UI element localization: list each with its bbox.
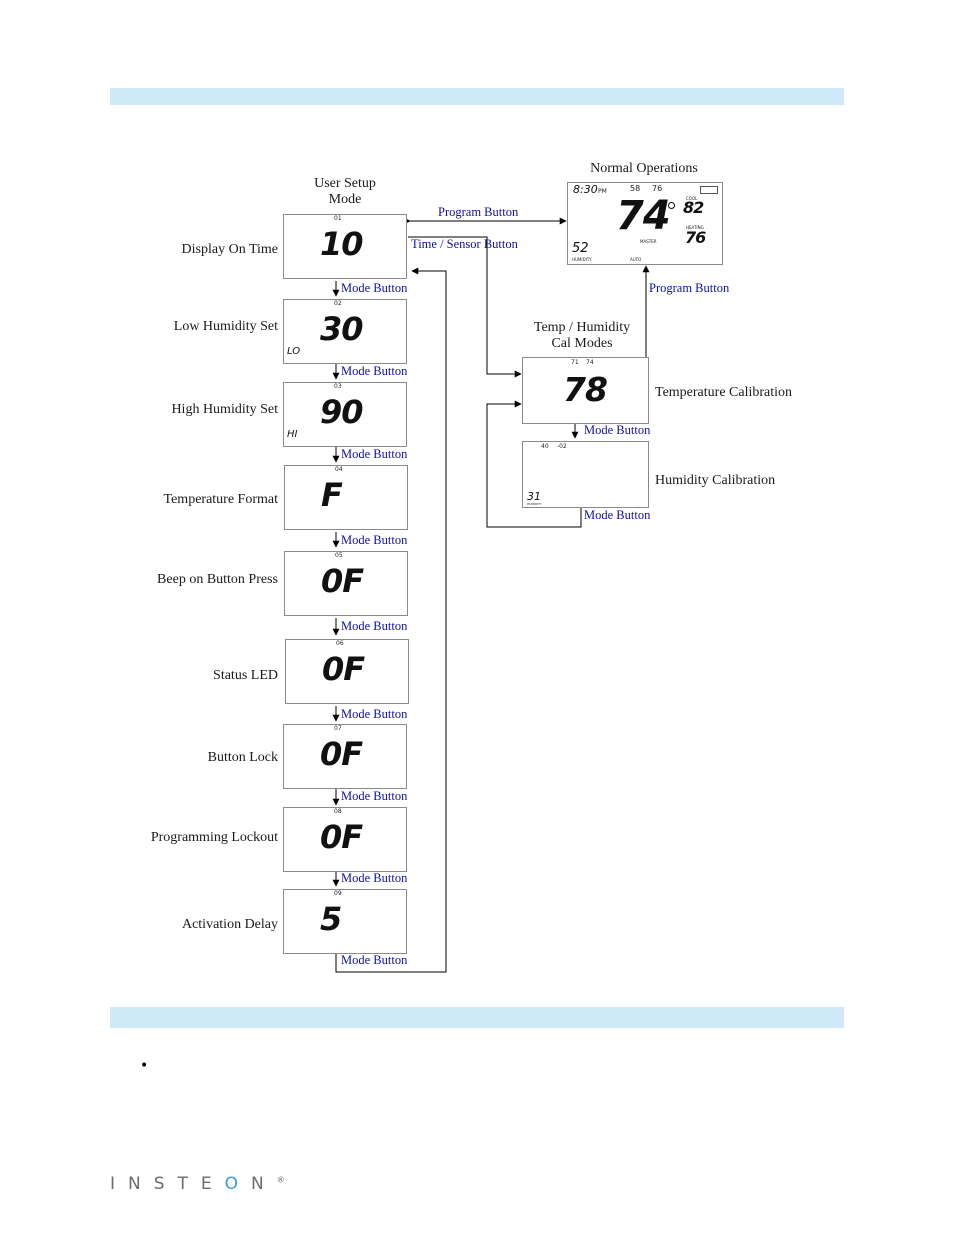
heat-value: 76 (685, 228, 706, 247)
master-label: MASTER (640, 239, 657, 244)
time-sensor-link (408, 236, 522, 378)
mode-button-label-3: Mode Button (341, 447, 408, 461)
step-value: 0F (320, 735, 363, 773)
cal-loop-back (486, 400, 582, 528)
auto-label: AUTO (630, 257, 642, 262)
step-number: 02 (334, 300, 342, 307)
cool-label: COOL (686, 196, 698, 201)
step-number: 06 (336, 640, 344, 647)
hum-cal-display: 40 -02 31 HUMIDITY (522, 441, 649, 508)
setup-step-label-6: Status LED (213, 668, 278, 683)
step-number: 07 (334, 725, 342, 732)
logo-text-b: N (251, 1174, 277, 1194)
header-band (110, 88, 844, 105)
step-value: 5 (320, 900, 342, 938)
setup-step-label-1: Display On Time (181, 242, 278, 257)
hum-cal-next: Mode Button (584, 508, 651, 522)
step-sub-label: LO (287, 346, 301, 357)
step-number: 04 (335, 466, 343, 473)
normal-operations-title: Normal Operations (590, 161, 698, 176)
loop-back-line (335, 267, 447, 973)
step-value: 30 (320, 310, 364, 348)
mode-button-label-7: Mode Button (341, 789, 408, 803)
mode-button-label-4: Mode Button (341, 533, 408, 547)
step-sub-label: HI (287, 429, 298, 440)
step-number: 03 (334, 383, 342, 390)
setup-step-label-5: Beep on Button Press (157, 572, 278, 587)
step-value: 0F (322, 650, 365, 688)
step-number: 08 (334, 808, 342, 815)
mode-button-label-9: Mode Button (341, 953, 408, 967)
humidity-value: 52 (572, 241, 589, 256)
bullet-point: • (140, 1058, 149, 1074)
heat-label: HEATING (686, 225, 704, 230)
cal-title-line2: Cal Modes (551, 336, 613, 351)
hum-cal-value: 31 (527, 490, 541, 503)
setup-step-label-3: High Humidity Set (171, 402, 278, 417)
small-a: 58 (630, 184, 641, 193)
temp-cal-small-a: 71 (571, 359, 579, 366)
setup-step-label-7: Button Lock (207, 750, 278, 765)
humidity-label: HUMIDITY (572, 257, 592, 262)
step-number: 09 (334, 890, 342, 897)
temp-cal-value: 78 (563, 370, 608, 409)
mode-button-label-6: Mode Button (341, 707, 408, 721)
program-button-label-1: Program Button (438, 205, 519, 219)
clock-time: 8:30 (573, 183, 598, 196)
hum-cal-humidity-label: HUMIDITY (527, 502, 542, 506)
section-band (110, 1007, 844, 1028)
step-value: 10 (320, 225, 364, 263)
step-number: 01 (334, 215, 342, 222)
user-setup-title: User Setup Mode (300, 176, 390, 208)
ampm: PM (598, 188, 607, 195)
setup-step-label-8: Programming Lockout (150, 830, 278, 845)
mode-button-label-5: Mode Button (341, 619, 408, 633)
hum-cal-label: Humidity Calibration (655, 473, 776, 488)
temp-cal-small-b: 74 (586, 359, 594, 366)
insteon-logo: INSTEON® (110, 1174, 285, 1194)
user-setup-title-line2: Mode (328, 192, 362, 207)
normal-operations-display: 8:30 PM 58 76 74 COOL 82 HEATING 76 52 H… (567, 182, 723, 265)
mode-button-label-2: Mode Button (341, 364, 408, 378)
degree-symbol (668, 202, 675, 209)
mode-button-label-1: Mode Button (341, 281, 408, 295)
mode-button-label-8: Mode Button (341, 871, 408, 885)
setup-step-label-9: Activation Delay (181, 917, 278, 932)
cal-modes-title: Temp / Humidity Cal Modes (522, 320, 642, 352)
logo-power-o: O (224, 1174, 252, 1194)
hum-cal-small-a: 40 (541, 443, 549, 450)
step-value: 90 (320, 393, 364, 431)
step-number: 05 (335, 552, 343, 559)
temp-cal-label: Temperature Calibration (655, 385, 793, 400)
hum-cal-small-b: -02 (557, 443, 567, 450)
program-button-label-2: Program Button (649, 281, 730, 295)
current-temp: 74 (616, 193, 671, 239)
user-setup-title-line1: User Setup (314, 176, 376, 191)
step-value: 0F (321, 562, 364, 600)
logo-registered: ® (276, 1175, 285, 1185)
cool-value: 82 (683, 198, 704, 217)
small-b: 76 (652, 184, 663, 193)
step-value: 0F (320, 818, 363, 856)
logo-text-a: INSTE (110, 1174, 225, 1194)
time-sensor-button-label: Time / Sensor Button (411, 237, 518, 251)
setup-step-label-2: Low Humidity Set (173, 319, 278, 334)
setup-step-label-4: Temperature Format (163, 492, 278, 507)
battery-icon (700, 186, 718, 194)
cal-title-line1: Temp / Humidity (533, 320, 631, 335)
step-value: F (321, 476, 343, 514)
temp-cal-next: Mode Button (584, 423, 651, 437)
temp-cal-display: 71 74 78 (522, 357, 649, 424)
